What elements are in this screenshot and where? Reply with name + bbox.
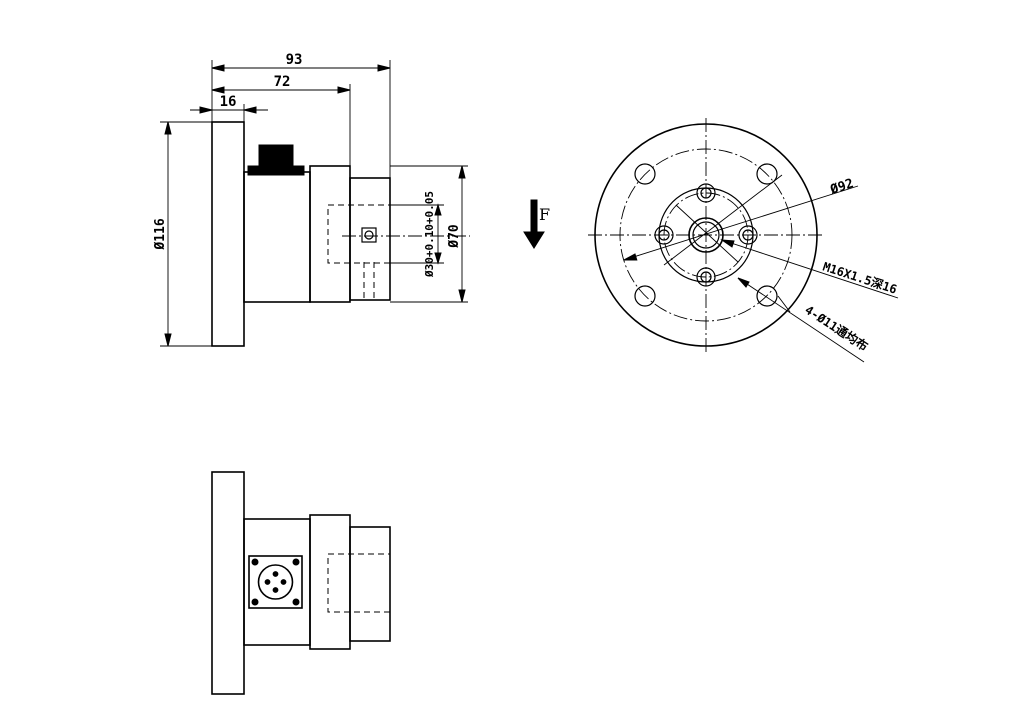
dim-93-label: 93 (286, 52, 303, 68)
force-arrow-head (523, 231, 545, 249)
dim-16-arrow-r (243, 106, 257, 114)
connector-corner-br (292, 598, 300, 606)
connector-pin-top (272, 571, 279, 577)
side-view: 93 72 16 Ø116 Ø70 Ø30+0.10+0.05 (153, 52, 470, 347)
dim-72-arrow-l (211, 86, 225, 94)
bottom-shaft-end (349, 526, 391, 642)
diag-leader-a (663, 174, 783, 266)
bottom-shaft-housing (309, 514, 351, 650)
dim-72-label: 72 (274, 74, 291, 90)
small-hole-bottom-inner (700, 271, 712, 283)
connector-pin-left (264, 579, 271, 585)
dim-92-leader (623, 185, 859, 261)
connector-corner-tr (292, 558, 300, 566)
mount-hole-br (756, 285, 778, 307)
connector-pin-right (280, 579, 287, 585)
force-arrow-shaft (530, 199, 538, 235)
small-hole-top (696, 183, 716, 203)
dim-holes-leader (737, 277, 865, 363)
dim-70-arrow-t (458, 165, 466, 179)
side-set-screw (361, 227, 377, 243)
dim-holes-arrow (737, 277, 750, 288)
dim-70-arrow-b (458, 289, 466, 303)
dim-16-arrow-l (199, 106, 213, 114)
dim-72-arrow-r (337, 86, 351, 94)
side-shaft-housing (309, 165, 351, 303)
side-hidden-bore (327, 204, 391, 264)
dim-93-arrow-r (377, 64, 391, 72)
connector-pin-bottom (272, 587, 279, 593)
connector-corner-bl (251, 598, 259, 606)
dim-30-arrow-t (434, 203, 442, 216)
dim-m16-label: M16X1.5深16 (821, 259, 899, 297)
side-body (243, 171, 311, 303)
dim-116-label: Ø116 (153, 218, 168, 250)
small-hole-top-inner (700, 187, 712, 199)
small-hole-right (738, 225, 758, 245)
small-hole-bottom (696, 267, 716, 287)
force-indicator: F (523, 199, 550, 249)
side-connector (258, 144, 294, 168)
dim-30-arrow-b (434, 252, 442, 265)
bottom-body (243, 518, 311, 646)
force-label: F (539, 205, 550, 224)
front-view: Ø92 M16X1.5深16 4-Ø11通均布 (588, 118, 899, 363)
mount-hole-bl (634, 285, 656, 307)
dim-116-arrow-b (164, 333, 172, 347)
dim-16-label: 16 (220, 94, 237, 110)
dim-70-label: Ø70 (447, 224, 462, 249)
small-hole-left (654, 225, 674, 245)
dim-93-arrow-l (211, 64, 225, 72)
connector-frame (248, 555, 303, 609)
dim-holes-tick (777, 295, 791, 313)
dim-m16-arrow (720, 239, 735, 248)
dim-116-arrow-t (164, 121, 172, 135)
connector-corner-tl (251, 558, 259, 566)
mount-hole-tl (634, 163, 656, 185)
dim-92-label: Ø92 (828, 176, 856, 198)
dim-30-label: Ø30+0.10+0.05 (423, 191, 436, 278)
mount-hole-tr (756, 163, 778, 185)
bottom-view (211, 471, 391, 695)
small-hole-right-inner (742, 229, 754, 241)
side-flange (211, 121, 245, 347)
dim-92-arrow (623, 253, 638, 261)
side-set-screw-hole (364, 230, 374, 240)
bottom-hidden-bore (327, 553, 391, 613)
connector-socket (257, 564, 294, 600)
dim-m16-leader (721, 239, 899, 299)
bottom-flange (211, 471, 245, 695)
small-hole-left-inner (658, 229, 670, 241)
